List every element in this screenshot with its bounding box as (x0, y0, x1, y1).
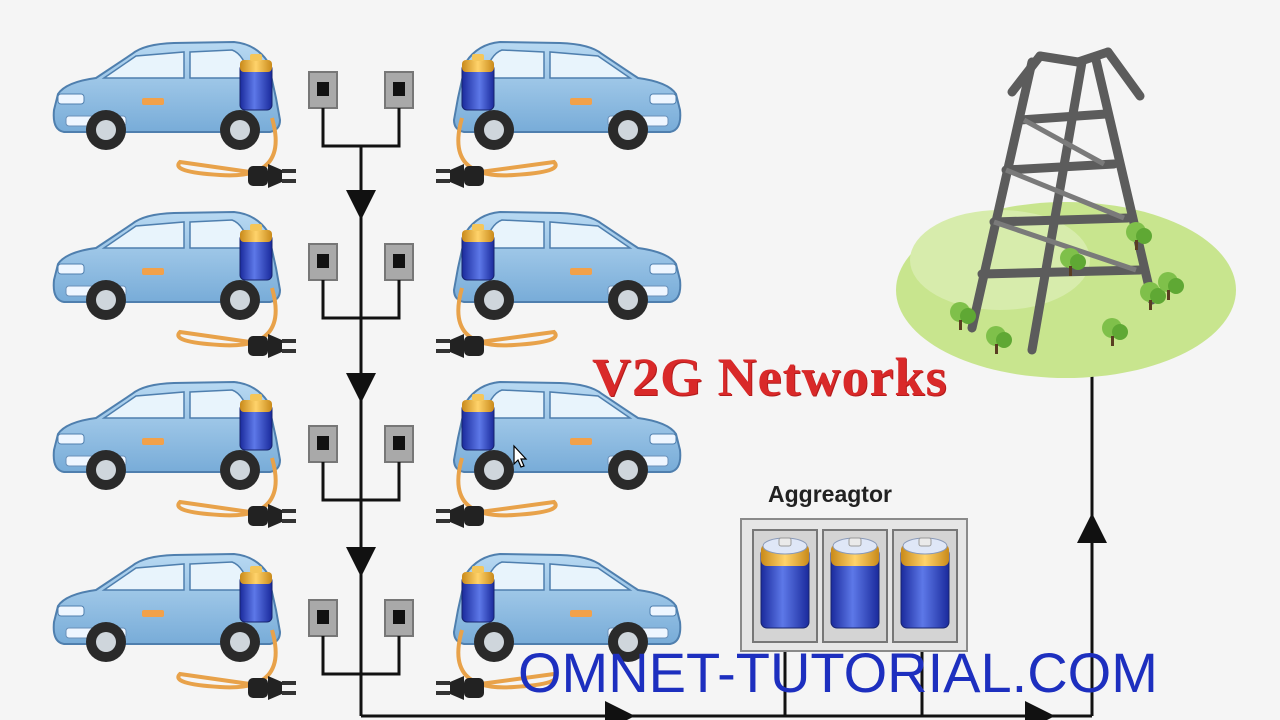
power-plug-icon (436, 504, 484, 528)
charging-socket-icon (308, 599, 338, 637)
power-plug-icon (248, 676, 296, 700)
charging-socket-icon (384, 243, 414, 281)
battery-icon (822, 529, 888, 643)
battery-icon (752, 529, 818, 643)
battery-icon (892, 529, 958, 643)
charging-socket-icon (308, 71, 338, 109)
aggregator (740, 518, 968, 652)
watermark-text: OMNET-TUTORIAL.COM (518, 641, 1158, 704)
charging-cables (176, 117, 558, 690)
charging-socket-icon (308, 243, 338, 281)
car-right-1 (453, 41, 682, 151)
charging-socket-icon (308, 425, 338, 463)
power-wiring (321, 108, 1107, 720)
car-left-3 (52, 381, 281, 491)
power-plug-icon (248, 504, 296, 528)
diagram-title: V2G Networks (592, 347, 948, 407)
car-left-1 (52, 41, 281, 151)
power-plug-icon (248, 164, 296, 188)
mouse-cursor-icon (513, 444, 528, 468)
power-plugs (248, 164, 484, 700)
charging-socket-icon (384, 425, 414, 463)
power-plug-icon (436, 164, 484, 188)
car-left-2 (52, 211, 281, 321)
car-right-2 (453, 211, 682, 321)
charging-socket-icon (384, 599, 414, 637)
transmission-tower-icon (896, 47, 1236, 378)
power-plug-icon (436, 676, 484, 700)
aggregator-label: Aggreagtor (768, 481, 892, 507)
power-plug-icon (248, 334, 296, 358)
car-left-4 (52, 553, 281, 663)
power-plug-icon (436, 334, 484, 358)
charging-socket-icon (384, 71, 414, 109)
